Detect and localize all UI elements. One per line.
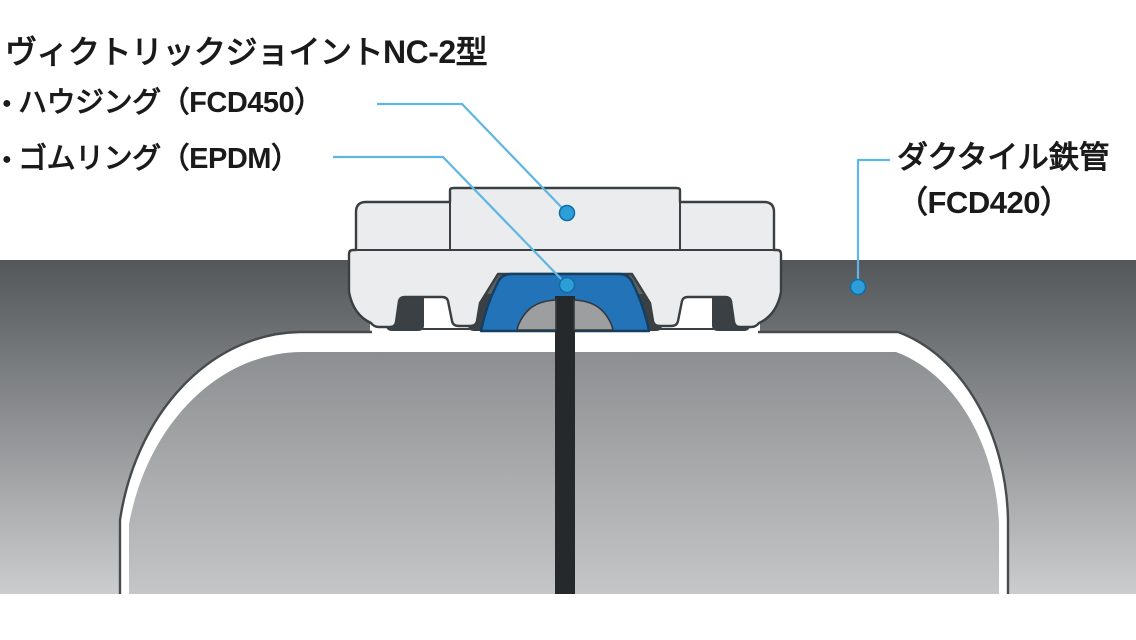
bottom-margin [0, 594, 1136, 640]
leader-line-pipe [856, 158, 890, 287]
housing-shape [347, 186, 783, 329]
leader-dot-rubber-ring [558, 276, 576, 294]
pipe-material-label-line2: （FCD420） [897, 185, 1071, 220]
gasket-lip-left [515, 299, 557, 331]
gasket-lips [515, 299, 615, 331]
housing-step-lines [356, 202, 774, 251]
bullet-icon: ● [2, 150, 12, 168]
legend-item-housing: ● ハウジング（FCD450） [2, 88, 323, 119]
pipe-outline [118, 330, 1010, 598]
leader-dot-housing [558, 204, 576, 222]
legend-item-rubber-ring: ● ゴムリング（EPDM） [2, 143, 300, 175]
leader-dots [558, 204, 867, 296]
leader-dot-pipe [849, 278, 867, 296]
diagram-title: ヴィクトリックジョイントNC-2型 [5, 34, 488, 70]
leader-lines [333, 102, 890, 287]
rubber-ring-label: ゴムリング（EPDM） [18, 143, 300, 175]
housing-label: ハウジング（FCD450） [18, 87, 323, 119]
bullet-icon: ● [2, 94, 12, 112]
pipe-material-label-line1: ダクタイル鉄管 [897, 140, 1110, 175]
leader-line-housing [377, 102, 568, 214]
leader-line-rubber-ring [333, 155, 568, 286]
pipe-gap [555, 296, 575, 598]
gasket-lip-right [573, 299, 615, 331]
